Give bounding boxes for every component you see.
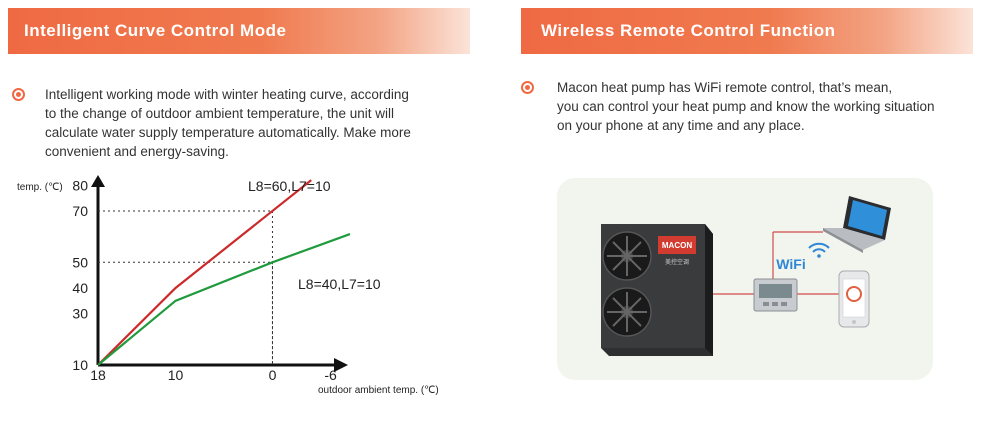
x-axis-arrow-icon <box>334 358 348 372</box>
y-axis-label: temp. (℃) <box>17 182 63 193</box>
description-line: calculate water supply temperature autom… <box>45 125 411 140</box>
description-line: convenient and energy-saving. <box>45 144 229 159</box>
description-line: on your phone at any time and any place. <box>557 118 805 133</box>
series-label: L8=40,L7=10 <box>298 276 381 292</box>
y-tick-label: 30 <box>72 306 88 322</box>
wifi-diagram: MACON 美控空调 WiFi <box>601 196 891 356</box>
bullet-icon <box>521 81 534 94</box>
y-tick-label: 40 <box>72 280 88 296</box>
x-axis-label: outdoor ambient temp. (℃) <box>318 385 439 396</box>
x-tick-label: -6 <box>324 367 337 383</box>
curve-section-banner: Intelligent Curve Control Mode <box>8 8 470 54</box>
heat-pump-unit-icon: MACON 美控空调 <box>601 224 713 356</box>
wifi-label: WiFi <box>776 256 805 272</box>
x-tick-label: 18 <box>90 367 106 383</box>
laptop-icon <box>823 196 891 253</box>
curve-description: Intelligent working mode with winter hea… <box>45 85 475 161</box>
wifi-icon: WiFi <box>776 242 830 272</box>
curve-section-title: Intelligent Curve Control Mode <box>24 21 287 40</box>
wireless-description: Macon heat pump has WiFi remote control,… <box>557 78 997 135</box>
y-tick-label: 70 <box>72 203 88 219</box>
unit-brand-label: MACON <box>662 241 692 250</box>
series-line <box>97 179 312 366</box>
series-label: L8=60,L7=10 <box>248 178 331 194</box>
description-line: you can control your heat pump and know … <box>557 99 935 114</box>
y-tick-label: 10 <box>72 357 88 373</box>
wireless-section-banner: Wireless Remote Control Function <box>521 8 973 54</box>
y-tick-label: 50 <box>72 254 88 270</box>
series-line <box>97 233 351 366</box>
wire-controller-icon <box>753 278 798 312</box>
bullet-icon <box>12 88 25 101</box>
y-tick-label: 80 <box>72 177 88 193</box>
x-tick-label: 0 <box>269 367 277 383</box>
description-line: to the change of outdoor ambient tempera… <box>45 106 394 121</box>
wireless-section-title: Wireless Remote Control Function <box>541 21 836 40</box>
description-line: Intelligent working mode with winter hea… <box>45 87 409 102</box>
description-line: Macon heat pump has WiFi remote control,… <box>557 80 893 95</box>
x-tick-label: 10 <box>168 367 184 383</box>
y-axis-arrow-icon <box>91 175 105 187</box>
unit-brand-sub-label: 美控空调 <box>665 258 689 266</box>
smartphone-icon <box>838 270 870 328</box>
